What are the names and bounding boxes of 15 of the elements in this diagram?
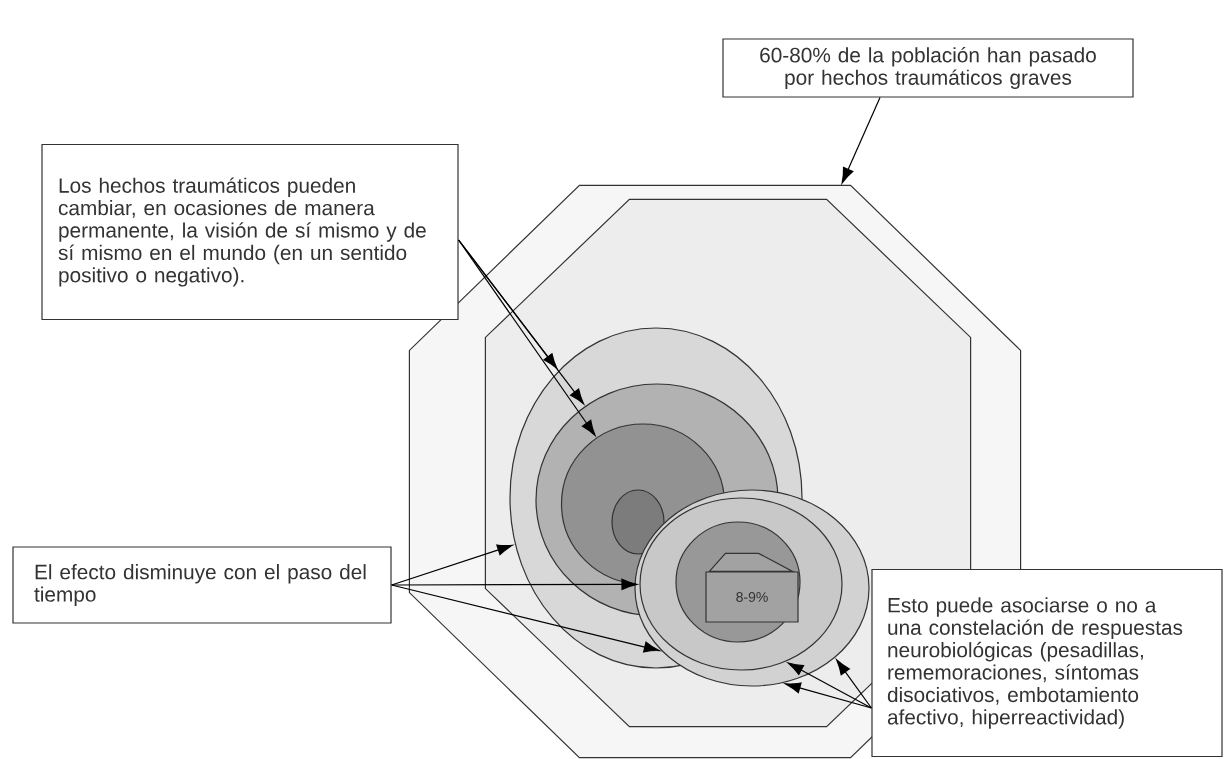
arrow [841,97,881,184]
arrow [785,682,872,709]
text-box: Los hechos traumáticos pueden cambiar, en ocasiones de manera permanente, la visión de sí mismo y de sí mismo en el mundo (en un sentido positivo o negativo). [41,143,459,321]
arrow [391,544,513,586]
circle-shape [611,489,665,555]
arrow [458,239,585,405]
arrow [836,659,872,709]
text-box: 60-80% de la población han pasado por hechos traumáticos graves [722,38,1134,98]
arrow [391,584,660,653]
arrow [391,578,638,590]
text-box: Esto puede asociarse o no a una constelación de respuestas neurobiológicas (pesadillas, rememoraciones, síntomas disociativos, embotamiento afectivo, hiperreactividad) [871,568,1223,758]
text-box: El efecto disminuye con el paso del tiempo [12,546,392,624]
label-box: 8-9% [705,552,799,623]
arrow [787,662,872,709]
arrow [458,239,596,436]
